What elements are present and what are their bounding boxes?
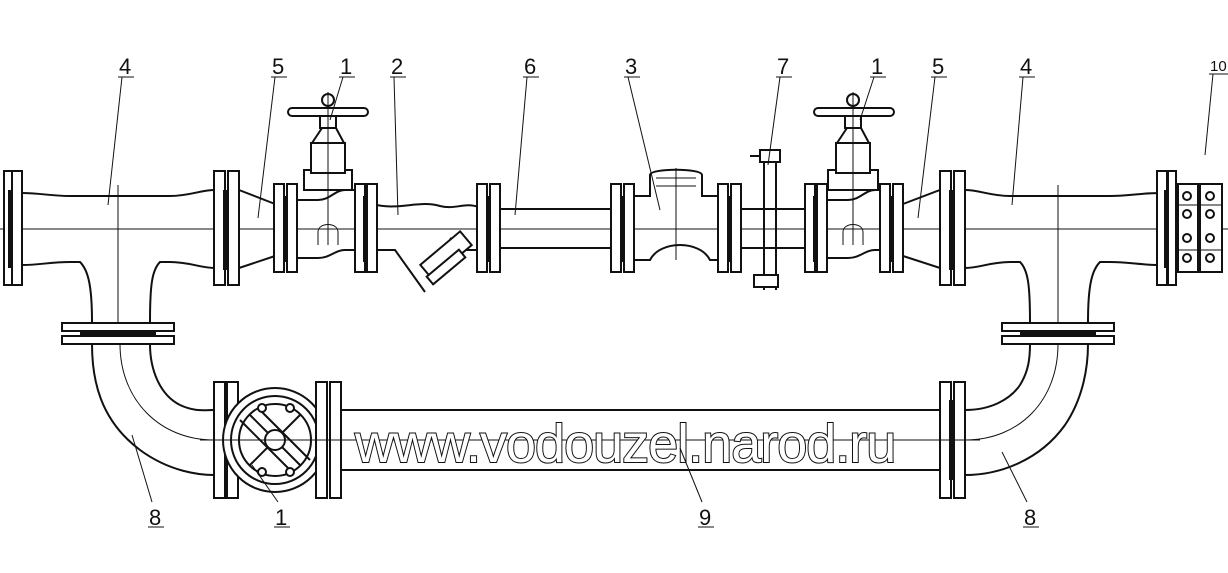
water-meter xyxy=(634,168,718,261)
callout-c1c: 1 xyxy=(251,464,290,530)
callout-c5b: 5 xyxy=(917,54,947,219)
callout-label: 6 xyxy=(524,54,536,79)
callout-label: 5 xyxy=(932,54,944,79)
tee-right xyxy=(964,185,1161,323)
callout-leader xyxy=(627,76,661,211)
watermark-text: www.vodouzel.narod.ru xyxy=(354,414,895,474)
callout-label: 4 xyxy=(119,54,131,79)
strainer xyxy=(376,203,479,293)
callout-leader xyxy=(679,447,703,503)
spool-with-gauge xyxy=(741,149,806,290)
callout-label: 2 xyxy=(391,54,403,79)
callout-leader xyxy=(514,76,528,216)
callout-leader xyxy=(251,464,279,503)
callout-c1b: 1 xyxy=(859,54,886,121)
callout-label: 1 xyxy=(275,505,287,530)
callout-leader xyxy=(1001,451,1028,503)
callout-leader xyxy=(107,76,123,206)
callout-c3: 3 xyxy=(624,54,661,211)
tee-left xyxy=(21,185,216,323)
callout-c4b: 4 xyxy=(1011,54,1035,206)
callout-leader xyxy=(1204,73,1214,156)
callout-label: 5 xyxy=(272,54,284,79)
callout-c10: 10 xyxy=(1204,58,1228,156)
gate-valve-left xyxy=(287,92,369,259)
callout-label: 8 xyxy=(1024,505,1036,530)
callout-label: 10 xyxy=(1210,58,1227,75)
callout-leader xyxy=(393,76,399,216)
callout-c7: 7 xyxy=(767,54,792,166)
gate-valve-right xyxy=(813,92,895,259)
callout-layer: 4 5 1 2 6 3 7 1 5 4 10 8 1 9 8 xyxy=(107,54,1228,530)
callout-c8a: 8 xyxy=(131,434,164,530)
callout-leader xyxy=(917,76,936,219)
callout-c5a: 5 xyxy=(257,54,287,219)
callout-c6: 6 xyxy=(514,54,539,216)
callout-label: 1 xyxy=(871,54,883,79)
callout-label: 7 xyxy=(777,54,789,79)
callout-label: 8 xyxy=(149,505,161,530)
callout-leader xyxy=(257,76,276,219)
callout-leader xyxy=(859,76,875,121)
callout-leader xyxy=(767,76,781,166)
callout-leader xyxy=(131,434,153,503)
callout-c9: 9 xyxy=(679,447,714,530)
bypass-line xyxy=(61,322,1115,499)
outlet-coupling xyxy=(1177,183,1223,273)
callout-label: 3 xyxy=(625,54,637,79)
callout-leader xyxy=(329,76,344,121)
callout-c4a: 4 xyxy=(107,54,134,206)
callout-c2: 2 xyxy=(390,54,406,216)
callout-c8b: 8 xyxy=(1001,451,1039,530)
main-pipeline xyxy=(0,92,1228,323)
callout-label: 1 xyxy=(340,54,352,79)
callout-label: 9 xyxy=(699,505,711,530)
callout-c1a: 1 xyxy=(329,54,355,121)
callout-label: 4 xyxy=(1020,54,1032,79)
callout-leader xyxy=(1011,76,1024,206)
